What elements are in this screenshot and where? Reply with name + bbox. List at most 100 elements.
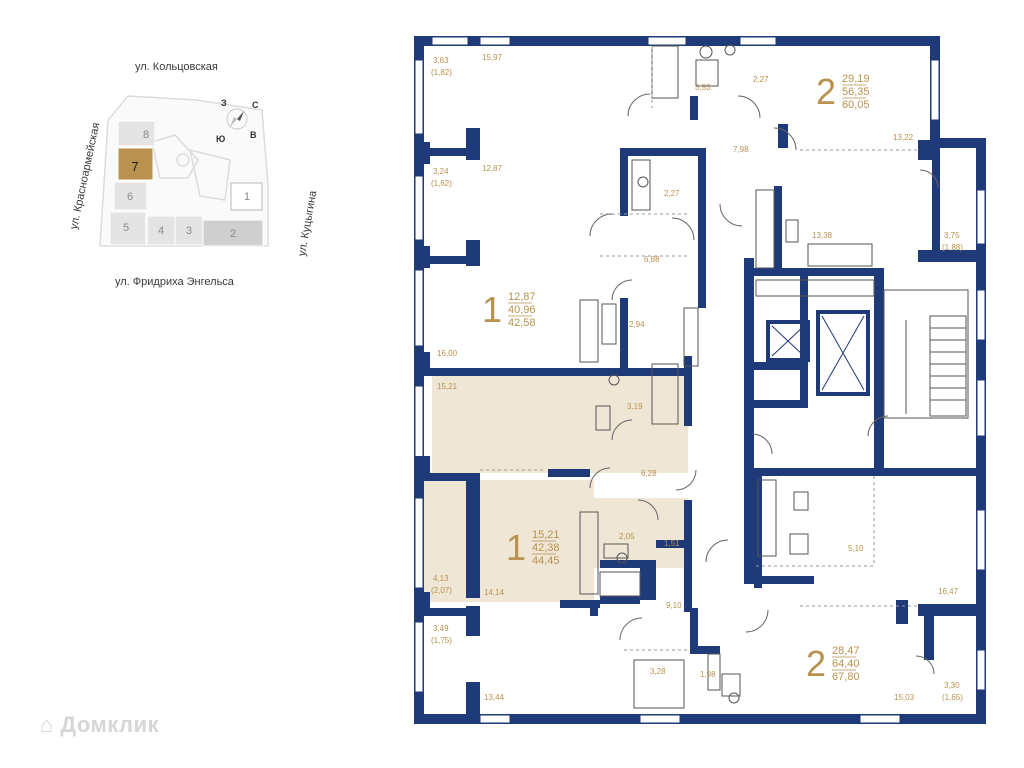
site-section-7 [117, 147, 154, 181]
apartment-total-with-balcony: 42,58 [508, 317, 536, 329]
street-north-label: ул. Кольцовская [135, 61, 218, 73]
apartment-rooms-count: 1 [482, 289, 502, 330]
apartment-living-area: 29,19 [842, 73, 870, 85]
site-section-label-current: 7 [131, 159, 138, 174]
site-section-5 [109, 211, 147, 246]
room-area-label: 3,19 [627, 402, 643, 411]
room-area-label: 1,98 [700, 670, 716, 679]
elevator-small [766, 320, 810, 362]
room-area-label: 2,27 [753, 75, 769, 84]
room-area-label: 3,53 [695, 83, 711, 92]
room-area-label: 15,03 [894, 693, 915, 702]
room-area-label: 15,97 [482, 53, 503, 62]
compass-north: С [252, 100, 259, 110]
compass-west: З [221, 98, 227, 108]
watermark-text: Домклик [60, 712, 160, 737]
room-area-label: 3,63 [433, 56, 449, 65]
site-path [176, 153, 190, 167]
apartment-total-with-balcony: 60,05 [842, 99, 870, 111]
site-section-label: 2 [230, 228, 236, 240]
apartment-total-with-balcony: 67,80 [832, 671, 860, 683]
site-path [151, 134, 199, 179]
room-area-label: (1,88) [942, 243, 963, 252]
site-plan: 8 7 6 5 4 3 2 1 [99, 95, 269, 247]
apartment-rooms-count: 1 [506, 527, 526, 568]
apartment-total-area: 56,35 [842, 86, 870, 98]
room-area-label: 16,47 [938, 587, 959, 596]
apartment-living-area: 28,47 [832, 645, 860, 657]
room-area-label: 14,14 [484, 588, 505, 597]
apartment-total-area: 42,38 [532, 542, 560, 554]
site-section-1 [230, 182, 263, 211]
apartment-living-area: 15,21 [532, 529, 560, 541]
apartment-total-area: 64,40 [832, 658, 860, 670]
highlighted-apartment-area [594, 498, 688, 568]
apartment-total-with-balcony: 44,45 [532, 555, 560, 567]
room-area-label: 9,10 [666, 601, 682, 610]
room-area-label: 5,10 [848, 544, 864, 553]
site-section-label: 8 [143, 129, 149, 141]
elevator-large [816, 310, 870, 396]
apartment-total-area: 40,96 [508, 304, 536, 316]
interior-walls [414, 96, 984, 718]
site-section-2 [202, 219, 264, 247]
room-area-labels: 3,63 (1,82) 15,97 3,53 2,27 13,22 7,98 3,24 (1,6… [431, 53, 963, 702]
room-area-label: 13,44 [484, 693, 505, 702]
windows [414, 36, 986, 724]
site-section-6 [113, 181, 148, 211]
room-area-label: 3,30 [944, 681, 960, 690]
room-area-label: 3,28 [650, 667, 666, 676]
stairwell [883, 289, 969, 419]
domclick-watermark: ⌂ Домклик [40, 712, 160, 737]
room-area-label: 13,38 [812, 231, 833, 240]
room-area-label: 13,22 [893, 133, 914, 142]
site-section-8 [117, 120, 156, 147]
compass-icon: С В Ю З [216, 98, 259, 144]
room-area-label: 7,98 [733, 145, 749, 154]
room-area-label: (1,75) [431, 636, 452, 645]
fixtures [579, 44, 875, 709]
compass-south: Ю [216, 134, 225, 144]
apartment-rooms-count: 2 [816, 71, 836, 112]
room-area-label: (1,62) [431, 179, 452, 188]
site-section-label: 4 [158, 225, 164, 237]
room-area-label: 2,94 [629, 320, 645, 329]
highlighted-apartment-area [432, 376, 688, 473]
room-area-label: 3,75 [944, 231, 960, 240]
site-section-label: 6 [127, 191, 133, 203]
compass-east: В [250, 130, 257, 140]
highlighted-apartment-area [424, 480, 594, 602]
street-south-label: ул. Фридриха Энгельса [115, 276, 234, 288]
apartment-rooms-count: 2 [806, 643, 826, 684]
room-area-label: 15,21 [437, 382, 458, 391]
room-area-label: 12,87 [482, 164, 503, 173]
site-section-label: 3 [186, 225, 192, 237]
door-swings [589, 93, 939, 675]
room-area-label: 2,05 [619, 532, 635, 541]
room-area-label: (1,65) [942, 693, 963, 702]
room-area-label: 4,13 [433, 574, 449, 583]
room-area-label: 6,88 [644, 255, 660, 264]
room-area-label: (2,07) [431, 586, 452, 595]
site-section-label: 5 [123, 222, 129, 234]
room-area-label: 2,27 [664, 189, 680, 198]
room-area-label: 1,51 [664, 539, 680, 548]
room-area-label: 3,49 [433, 624, 449, 633]
site-section-4 [146, 215, 176, 246]
site-section-label: 1 [244, 191, 250, 203]
floor-plan: 3,63 (1,82) 15,97 3,53 2,27 13,22 7,98 3,24 (1,6… [414, 36, 986, 724]
room-area-label: (1,82) [431, 68, 452, 77]
site-path [189, 148, 231, 201]
room-area-label: 6,28 [641, 469, 657, 478]
apartment-living-area: 12,87 [508, 291, 536, 303]
room-area-label: 16,00 [437, 349, 458, 358]
openings [480, 46, 920, 651]
room-area-label: 3,24 [433, 167, 449, 176]
